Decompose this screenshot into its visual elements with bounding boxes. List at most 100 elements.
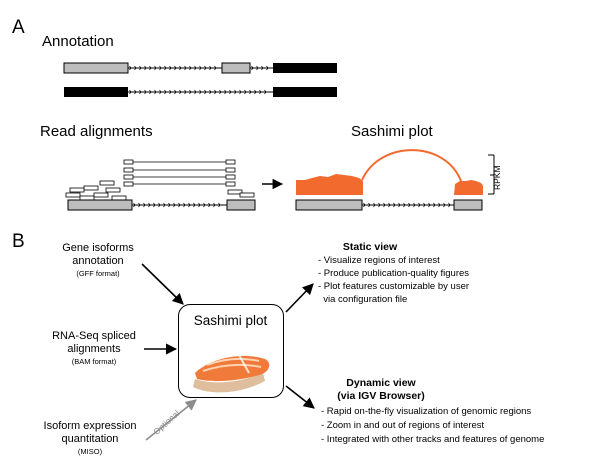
intron-direction-tick: [266, 65, 269, 71]
intron-direction-tick: [383, 202, 386, 208]
reference-gene-track: [67, 199, 256, 211]
static-view-item: - Produce publication-quality figures: [318, 268, 470, 279]
intron-direction-tick: [193, 202, 196, 208]
intron-direction-tick: [159, 89, 162, 95]
intron-direction-tick: [133, 202, 136, 208]
intron-direction-tick: [373, 202, 376, 208]
rpkm-scale-bracket: [488, 154, 495, 195]
intron-direction-tick: [149, 65, 152, 71]
exon-gray: [63, 62, 129, 74]
static-view-title: Static view: [342, 241, 398, 253]
intron-direction-tick: [413, 202, 416, 208]
intron-direction-tick: [158, 202, 161, 208]
intron-direction-tick: [129, 65, 132, 71]
intron-direction-tick: [179, 65, 182, 71]
intron-direction-tick: [388, 202, 391, 208]
sashimi-plot-title: Sashimi plot: [351, 123, 433, 140]
intron-direction-tick: [154, 89, 157, 95]
input-format-quantitation: (MISO): [77, 447, 103, 456]
intron-direction-tick: [169, 65, 172, 71]
arrow-optional-to-box: [145, 399, 197, 441]
intron-direction-tick: [198, 202, 201, 208]
input-format-annotation: (GFF format): [76, 269, 120, 278]
intron-direction-tick: [174, 89, 177, 95]
junction-arc: [361, 149, 462, 182]
intron-direction-tick: [134, 89, 137, 95]
intron-direction-tick: [188, 202, 191, 208]
annotation-title: Annotation: [42, 33, 114, 50]
intron-direction-tick: [259, 89, 262, 95]
exon-gray: [295, 199, 363, 211]
intron-direction-tick: [199, 89, 202, 95]
intron-direction-tick: [256, 65, 259, 71]
rpkm-axis-label: RPKM: [492, 165, 502, 190]
intron-direction-tick: [184, 65, 187, 71]
arrow-annotation-to-box: [141, 263, 184, 305]
intron-direction-tick: [174, 65, 177, 71]
intron-direction-tick: [229, 89, 232, 95]
intron-direction-tick: [173, 202, 176, 208]
intron-direction-tick: [254, 89, 257, 95]
intron-ticks: [129, 65, 269, 71]
sashimi-plot: [295, 149, 495, 211]
intron-direction-tick: [214, 65, 217, 71]
dynamic-view-item: - Zoom in and out of regions of interest: [321, 420, 485, 431]
intron-direction-tick: [368, 202, 371, 208]
static-view-item: via configuration file: [318, 294, 408, 305]
intron-direction-tick: [163, 202, 166, 208]
intron-direction-tick: [438, 202, 441, 208]
arrow-box-to-static: [285, 283, 314, 313]
intron-direction-tick: [239, 89, 242, 95]
intron-direction-tick: [154, 65, 157, 71]
intron-direction-tick: [203, 202, 206, 208]
intron-direction-tick: [144, 65, 147, 71]
intron-direction-tick: [189, 65, 192, 71]
intron-direction-tick: [433, 202, 436, 208]
exon-gray: [453, 199, 483, 211]
coverage-peak-left: [296, 174, 363, 195]
center-box-title: Sashimi plot: [193, 313, 268, 328]
intron-direction-tick: [363, 202, 366, 208]
static-view-item: - Visualize regions of interest: [318, 255, 440, 266]
coverage-peak-right: [454, 180, 483, 195]
dynamic-view-title: Dynamic view (via IGV Browser): [337, 377, 425, 402]
intron-direction-tick: [224, 89, 227, 95]
intron-direction-tick: [129, 89, 132, 95]
intron-direction-tick: [143, 202, 146, 208]
intron-direction-tick: [183, 202, 186, 208]
junction-reads: [123, 159, 236, 187]
intron-direction-tick: [214, 89, 217, 95]
dynamic-view-item: - Integrated with other tracks and featu…: [321, 434, 545, 445]
exon-gray: [221, 62, 251, 74]
intron-direction-tick: [219, 89, 222, 95]
intron-direction-tick: [428, 202, 431, 208]
exon-black: [64, 87, 128, 97]
intron-direction-tick: [153, 202, 156, 208]
intron-direction-tick: [134, 65, 137, 71]
intron-direction-tick: [209, 89, 212, 95]
intron-direction-tick: [244, 89, 247, 95]
intron-ticks: [129, 89, 267, 95]
static-view-item: - Plot features customizable by user: [318, 281, 470, 292]
intron-direction-tick: [189, 89, 192, 95]
intron-direction-tick: [139, 89, 142, 95]
intron-direction-tick: [149, 89, 152, 95]
intron-direction-tick: [208, 202, 211, 208]
intron-direction-tick: [179, 89, 182, 95]
intron-direction-tick: [264, 89, 267, 95]
intron-direction-tick: [234, 89, 237, 95]
intron-direction-tick: [249, 89, 252, 95]
intron-direction-tick: [139, 65, 142, 71]
intron-direction-tick: [443, 202, 446, 208]
intron-direction-tick: [148, 202, 151, 208]
intron-direction-tick: [378, 202, 381, 208]
isoform-track-2: [64, 87, 337, 97]
intron-direction-tick: [448, 202, 451, 208]
intron-direction-tick: [213, 202, 216, 208]
input-label-annotation: Gene isoforms annotation: [62, 242, 134, 268]
intron-direction-tick: [138, 202, 141, 208]
intron-direction-tick: [251, 65, 254, 71]
arrow-box-to-dynamic: [285, 385, 315, 409]
exon-black: [273, 87, 337, 97]
